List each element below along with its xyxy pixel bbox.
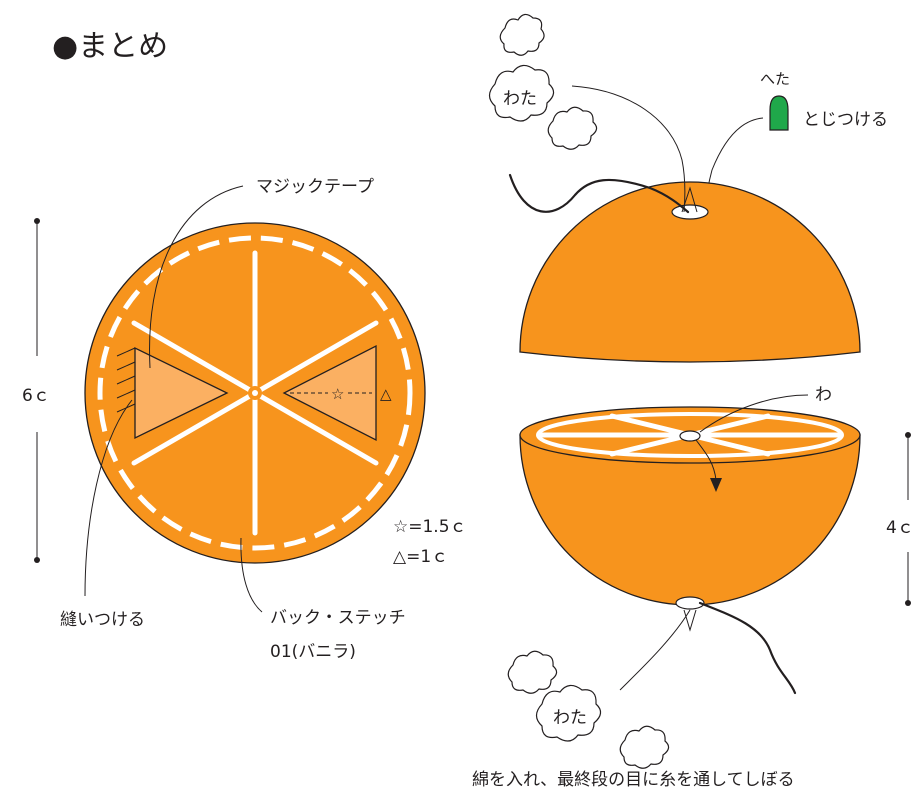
stem-icon <box>769 95 789 131</box>
segment-divider <box>252 320 379 396</box>
left-height-dimension: 6ｃ <box>22 218 50 563</box>
back-stitch-label: バック・ステッチ <box>270 608 406 628</box>
sew-on-label: 縫いつける <box>60 610 145 630</box>
stuffing-cloud-icon <box>499 13 545 56</box>
stuffing-cloud-icon <box>507 650 558 694</box>
right-height-dimension: 4ｃ <box>886 432 914 606</box>
ring-label: わ <box>815 385 832 405</box>
segment-divider <box>609 432 693 457</box>
page-title: ●まとめ <box>52 29 168 64</box>
stuffing-cloud-icon <box>535 684 602 742</box>
orange-bottom-half <box>519 406 861 610</box>
orange-slice <box>84 222 426 564</box>
right-magic-tape-triangle: ☆ △ <box>282 344 392 442</box>
arrow-down-icon <box>710 478 722 492</box>
stuffing-cloud-icon <box>547 106 598 150</box>
bottom-opening <box>675 596 705 610</box>
stuffing-top-leader <box>571 85 686 213</box>
top-thread <box>508 173 690 214</box>
legend-star: ☆=1.5ｃ <box>393 517 467 537</box>
attach-label: とじつける <box>803 110 888 130</box>
top-opening <box>671 204 709 220</box>
stuffing-instruction: 綿を入れ、最終段の目に糸を通してしぼる <box>472 770 795 790</box>
orange-center-dot <box>252 390 258 396</box>
segment-divider <box>687 413 771 438</box>
bottom-needle <box>683 609 697 632</box>
right-height-label: 4ｃ <box>886 518 914 538</box>
magic-tape-leader <box>149 185 244 369</box>
segment-divider <box>609 413 693 438</box>
star-symbol: ☆ <box>331 385 344 403</box>
bottom-thread <box>698 601 797 695</box>
dimension-bottom-dot <box>905 600 911 606</box>
stitch-mark <box>116 361 136 371</box>
stitch-mark <box>116 389 136 399</box>
stitch-mark <box>116 347 136 357</box>
center-ring <box>679 430 701 442</box>
triangle-shape <box>134 346 229 440</box>
back-stitch-color-label: 01(バニラ) <box>270 642 356 662</box>
direction-arrow-line <box>695 439 717 481</box>
stuffing-cloud-icon <box>488 64 555 122</box>
triangle-shape <box>282 344 377 442</box>
top-needle <box>681 186 698 213</box>
stem-label: へた <box>760 70 790 88</box>
segment-divider <box>131 320 258 396</box>
ring-leader <box>699 394 809 433</box>
legend-triangle: △=1ｃ <box>393 547 448 567</box>
left-height-label: 6ｃ <box>22 386 50 406</box>
orange-top-peel <box>519 181 861 363</box>
orange-top-half <box>519 181 861 363</box>
triangle-symbol: △ <box>380 385 392 403</box>
segment-divider <box>687 432 771 457</box>
stuffing-label-top: わた <box>503 89 537 109</box>
stuffing-bottom-leader <box>619 609 691 691</box>
segment-divider <box>252 390 379 466</box>
magic-tape-label: マジックテープ <box>256 177 374 197</box>
left-magic-tape-triangle <box>116 346 229 440</box>
stuffing-label-bottom: わた <box>553 708 587 728</box>
stitch-mark <box>116 375 136 385</box>
sew-on-leader <box>84 399 133 597</box>
dimension-bottom-dot <box>34 557 40 563</box>
back-stitch-leader <box>240 537 263 613</box>
segment-divider <box>131 390 258 466</box>
stuffing-cloud-icon <box>619 725 670 769</box>
